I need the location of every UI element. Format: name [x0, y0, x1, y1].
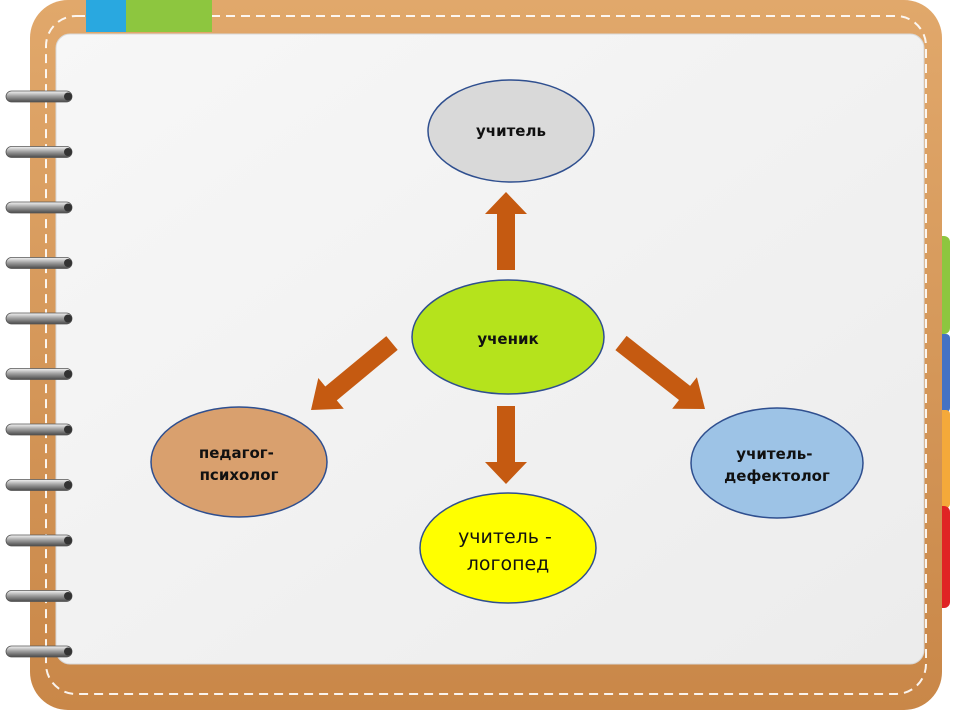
ring-hole	[64, 536, 72, 545]
spiral-ring	[5, 257, 73, 269]
student-node: ученик	[411, 279, 605, 395]
teacher-ellipse	[427, 79, 595, 183]
spiral-ring	[5, 146, 73, 158]
notebook-stitching	[45, 15, 927, 695]
ring-hole	[64, 92, 72, 101]
ring-hole	[64, 481, 72, 489]
ring-hole	[64, 148, 72, 156]
teacher-node: учитель	[427, 79, 595, 183]
speech-therapist-label: учитель - логопед	[458, 526, 558, 575]
spiral-ring	[5, 645, 73, 658]
top-tab-blue[interactable]	[86, 0, 126, 32]
arrow-to-speech-therapist	[485, 406, 527, 484]
student-label: ученик	[477, 330, 538, 348]
defectologist-ellipse	[690, 407, 864, 519]
psychologist-ellipse	[150, 406, 328, 518]
ring-hole	[64, 370, 72, 378]
arrow-to-teacher	[485, 192, 527, 270]
spiral-ring	[5, 90, 73, 103]
spiral-ring	[5, 201, 73, 214]
student-ellipse	[411, 279, 605, 395]
spiral-ring	[5, 534, 73, 547]
ring-hole	[64, 592, 72, 600]
top-tabs	[86, 0, 212, 32]
defectologist-node: учитель- дефектолог	[690, 407, 864, 519]
spiral-ring	[5, 423, 73, 436]
ring-hole	[64, 314, 72, 323]
psychologist-label: педагог- психолог	[199, 444, 279, 484]
ring-hole	[64, 425, 72, 434]
arrow-to-psychologist	[311, 336, 398, 410]
spiral-ring	[5, 479, 73, 491]
spiral-ring	[5, 368, 73, 380]
speech-therapist-node: учитель - логопед	[419, 492, 597, 604]
spiral-binding	[5, 90, 73, 658]
defectologist-label: учитель- дефектолог	[724, 445, 830, 485]
ring-hole	[64, 203, 72, 212]
arrows	[311, 192, 705, 484]
spiral-ring	[5, 312, 73, 325]
spiral-ring	[5, 590, 73, 602]
speech-therapist-ellipse	[419, 492, 597, 604]
arrow-to-defectologist	[615, 335, 705, 409]
top-tab-green[interactable]	[126, 0, 212, 32]
psychologist-node: педагог- психолог	[150, 406, 328, 518]
ring-hole	[64, 647, 72, 656]
ring-hole	[64, 259, 72, 267]
teacher-label: учитель	[476, 122, 546, 140]
